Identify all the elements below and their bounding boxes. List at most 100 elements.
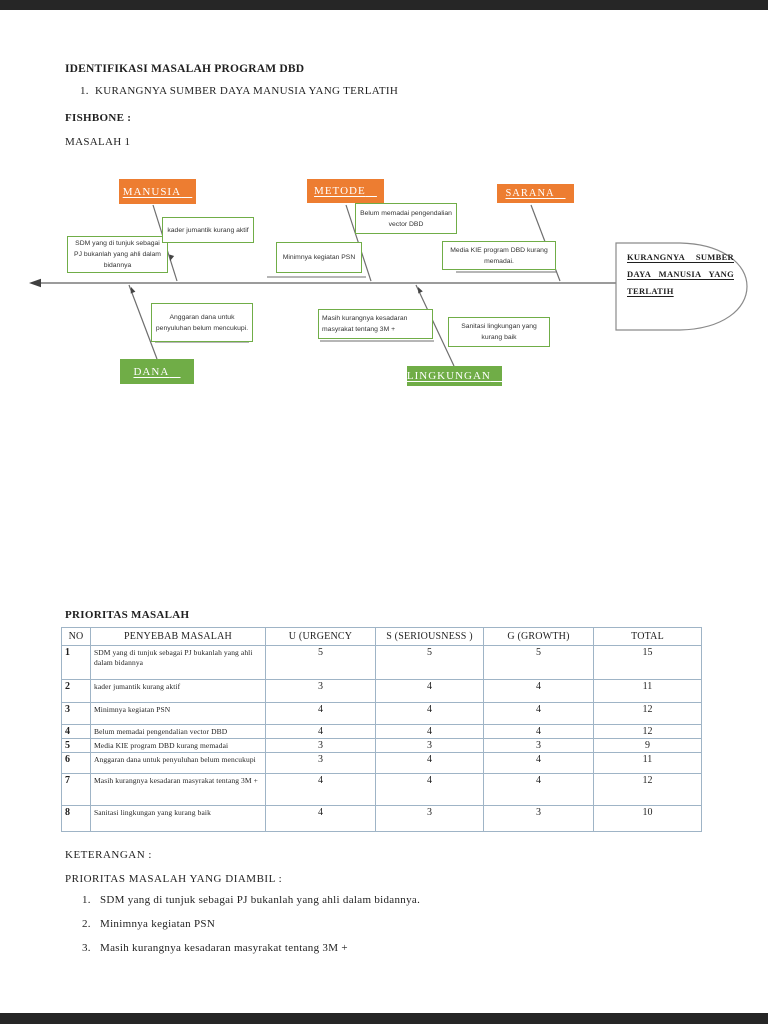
list-item: 2. Minimnya kegiatan PSN xyxy=(82,918,420,930)
category-sarana: SARANA xyxy=(497,184,574,203)
cell-seriousness: 4 xyxy=(375,773,484,806)
cell-growth: 3 xyxy=(483,738,594,753)
col-header-seriousness: S (SERIOUSNESS ) xyxy=(375,627,484,646)
cell-cause: Anggaran dana untuk penyuluhan belum men… xyxy=(90,752,266,774)
cell-total: 12 xyxy=(593,724,702,739)
cell-cause: Sanitasi lingkungan yang kurang baik xyxy=(90,805,266,832)
masalah-label: MASALAH 1 xyxy=(65,136,131,148)
junction-arrowhead xyxy=(169,254,175,261)
table-row: 7 Masih kurangnya kesadaran masyrakat te… xyxy=(61,773,702,806)
junction-arrowhead xyxy=(418,287,423,294)
list-item-number: 2. xyxy=(82,918,91,930)
table-row: 8 Sanitasi lingkungan yang kurang baik 4… xyxy=(61,805,702,832)
cell-growth: 4 xyxy=(483,702,594,725)
category-lingkungan: LINGKUNGAN xyxy=(407,366,502,386)
cell-cause: Belum memadai pengendalian vector DBD xyxy=(90,724,266,739)
table-row: 6 Anggaran dana untuk penyuluhan belum m… xyxy=(61,752,702,774)
cell-no: 7 xyxy=(61,773,91,806)
cell-cause: SDM yang di tunjuk sebagai PJ bukanlah y… xyxy=(90,645,266,680)
cell-urgency: 4 xyxy=(265,724,376,739)
col-header-growth: G (GROWTH) xyxy=(483,627,594,646)
viewer-top-bar xyxy=(0,0,768,10)
cell-seriousness: 4 xyxy=(375,752,484,774)
cell-growth: 5 xyxy=(483,645,594,680)
table-row: 4 Belum memadai pengendalian vector DBD … xyxy=(61,724,702,739)
cell-seriousness: 4 xyxy=(375,679,484,703)
cell-no: 4 xyxy=(61,724,91,739)
col-header-urgency: U (URGENCY xyxy=(265,627,376,646)
cause-box-sanitasi: Sanitasi lingkungan yang kurang baik xyxy=(448,317,550,347)
problem-item-line: 1. KURANGNYA SUMBER DAYA MANUSIA YANG TE… xyxy=(80,85,399,97)
cell-growth: 4 xyxy=(483,752,594,774)
cell-seriousness: 3 xyxy=(375,738,484,753)
cell-no: 2 xyxy=(61,679,91,703)
list-item: 3. Masih kurangnya kesadaran masyrakat t… xyxy=(82,942,420,954)
cause-box-anggaran: Anggaran dana untuk penyuluhan belum men… xyxy=(151,303,253,342)
cell-growth: 4 xyxy=(483,773,594,806)
cell-urgency: 3 xyxy=(265,738,376,753)
list-item-text: SDM yang di tunjuk sebagai PJ bukanlah y… xyxy=(100,894,421,906)
cell-total: 9 xyxy=(593,738,702,753)
table-row: 5 Media KIE program DBD kurang memadai 3… xyxy=(61,738,702,753)
cell-cause: Media KIE program DBD kurang memadai xyxy=(90,738,266,753)
cell-cause: kader jumantik kurang aktif xyxy=(90,679,266,703)
cell-no: 6 xyxy=(61,752,91,774)
category-manusia: MANUSIA xyxy=(119,179,196,204)
category-metode: METODE xyxy=(307,179,384,203)
cell-total: 11 xyxy=(593,752,702,774)
table-row: 1 SDM yang di tunjuk sebagai PJ bukanlah… xyxy=(61,645,702,680)
cause-box-kader: kader jumantik kurang aktif xyxy=(162,217,254,243)
cell-no: 5 xyxy=(61,738,91,753)
fishbone-label: FISHBONE : xyxy=(65,112,132,124)
fish-head-text: KURANGNYA SUMBER DAYA MANUSIA YANG TERLA… xyxy=(627,252,734,296)
col-header-no: NO xyxy=(61,627,91,646)
list-item-text: Minimnya kegiatan PSN xyxy=(100,918,216,930)
cell-total: 15 xyxy=(593,645,702,680)
cell-no: 1 xyxy=(61,645,91,680)
cell-urgency: 4 xyxy=(265,773,376,806)
col-header-total: TOTAL xyxy=(593,627,702,646)
junction-arrowhead xyxy=(130,287,136,294)
cell-seriousness: 3 xyxy=(375,805,484,832)
table-row: 2 kader jumantik kurang aktif 3 4 4 11 xyxy=(61,679,702,703)
priority-table: NO PENYEBAB MASALAH U (URGENCY S (SERIOU… xyxy=(61,627,702,832)
table-row: 3 Minimnya kegiatan PSN 4 4 4 12 xyxy=(61,702,702,725)
cell-urgency: 4 xyxy=(265,805,376,832)
col-header-penyebab: PENYEBAB MASALAH xyxy=(90,627,266,646)
cause-box-minimnya: Minimnya kegiatan PSN xyxy=(276,242,362,273)
list-item-number: 1. xyxy=(82,894,91,906)
list-item-number: 3. xyxy=(82,942,91,954)
cell-no: 8 xyxy=(61,805,91,832)
cell-seriousness: 5 xyxy=(375,645,484,680)
cell-urgency: 3 xyxy=(265,752,376,774)
cell-growth: 4 xyxy=(483,679,594,703)
list-item: 1. SDM yang di tunjuk sebagai PJ bukanla… xyxy=(82,894,420,906)
prioritas-diambil-label: PRIORITAS MASALAH YANG DIAMBIL : xyxy=(65,873,283,885)
cell-total: 12 xyxy=(593,702,702,725)
category-dana: DANA xyxy=(120,359,194,384)
cell-total: 12 xyxy=(593,773,702,806)
cell-seriousness: 4 xyxy=(375,724,484,739)
cell-total: 11 xyxy=(593,679,702,703)
cell-growth: 4 xyxy=(483,724,594,739)
document-title: IDENTIFIKASI MASALAH PROGRAM DBD xyxy=(65,63,305,75)
cell-cause: Masih kurangnya kesadaran masyrakat tent… xyxy=(90,773,266,806)
cell-growth: 3 xyxy=(483,805,594,832)
keterangan-label: KETERANGAN : xyxy=(65,849,152,861)
cause-box-sdm: SDM yang di tunjuk sebagai PJ bukanlah y… xyxy=(67,236,168,273)
cause-box-media: Media KIE program DBD kurang memadai. xyxy=(442,241,556,270)
priority-table-title: PRIORITAS MASALAH xyxy=(65,609,190,621)
cell-cause: Minimnya kegiatan PSN xyxy=(90,702,266,725)
cell-total: 10 xyxy=(593,805,702,832)
viewer-bottom-bar xyxy=(0,1013,768,1024)
cell-no: 3 xyxy=(61,702,91,725)
priority-taken-list: 1. SDM yang di tunjuk sebagai PJ bukanla… xyxy=(82,894,420,966)
spine-arrowhead xyxy=(29,278,41,288)
cell-urgency: 5 xyxy=(265,645,376,680)
table-header-row: NO PENYEBAB MASALAH U (URGENCY S (SERIOU… xyxy=(61,627,702,646)
cell-seriousness: 4 xyxy=(375,702,484,725)
cell-urgency: 4 xyxy=(265,702,376,725)
cause-box-masih: Masih kurangnya kesadaran masyrakat tent… xyxy=(318,309,433,339)
cause-box-belum: Belum memadai pengendalian vector DBD xyxy=(355,203,457,234)
